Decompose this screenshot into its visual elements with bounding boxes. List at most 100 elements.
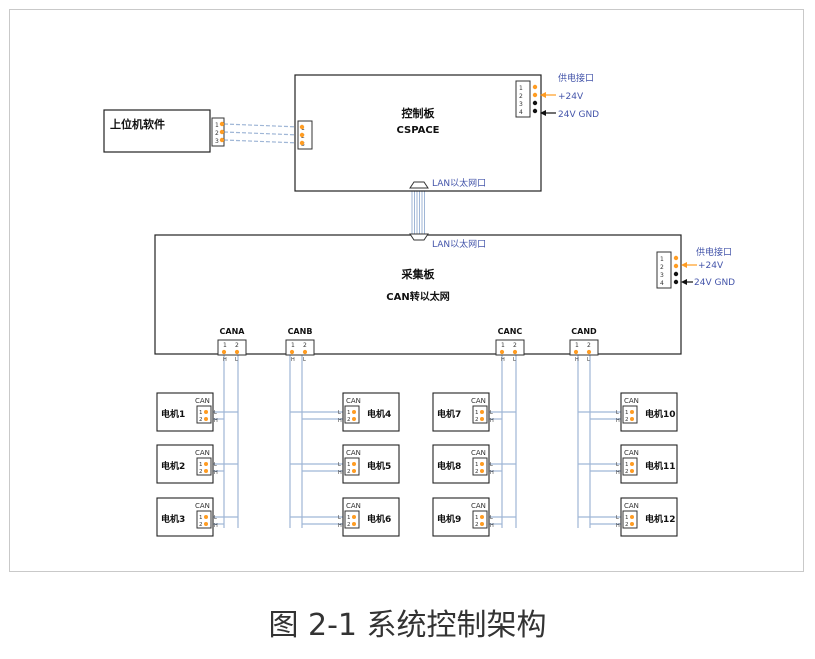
motor-can-label: CAN xyxy=(471,397,486,405)
control-board-node: 控制板 CSPACE LAN以太网口 供电接口 +24V 24V GND xyxy=(294,72,599,192)
motor-pin-1: 1 xyxy=(475,515,479,521)
collector-power-connector-body xyxy=(656,251,672,289)
host-serial-connector-pin-dot-2 xyxy=(219,129,225,135)
motor-pin-2: 2 xyxy=(347,469,351,475)
motor-pin-2: 2 xyxy=(475,522,479,528)
can-port-pin-2: 2 xyxy=(235,342,239,349)
motor-pin-label-l: L xyxy=(214,410,217,416)
motor-pin-1: 1 xyxy=(347,515,351,521)
can-port-pin-label-h: H xyxy=(501,357,505,363)
motor-pin-dot-1 xyxy=(204,462,208,466)
collector-board-node: 采集板 CAN转以太网 LAN以太网口 供电接口 +24V 24V GND xyxy=(154,234,735,355)
motor-pin-2: 2 xyxy=(625,469,629,475)
motor-pin-dot-2 xyxy=(480,417,484,421)
can-port-label-canb: CANB xyxy=(288,327,313,336)
motor-can-label: CAN xyxy=(346,449,361,457)
motor-pin-1: 1 xyxy=(347,410,351,416)
can-port-pin-dot-1 xyxy=(221,349,227,355)
motor-can-label: CAN xyxy=(471,449,486,457)
motor-pin-dot-1 xyxy=(352,410,356,414)
motor-name: 电机3 xyxy=(161,513,185,525)
can-port-label-cand: CAND xyxy=(571,327,597,336)
serial-wire-2 xyxy=(223,131,301,136)
motor-pin-1: 1 xyxy=(347,462,351,468)
figure-caption: 图 2-1 系统控制架构 xyxy=(268,608,547,643)
motor-pin-label-l: L xyxy=(490,410,493,416)
control-power-connector-pin-2: 2 xyxy=(519,93,523,100)
can-port-label-cana: CANA xyxy=(220,327,246,336)
motor-name: 电机5 xyxy=(367,460,391,472)
motor-pin-2: 2 xyxy=(199,469,203,475)
motor-pin-dot-2 xyxy=(630,522,634,526)
motor-pin-dot-1 xyxy=(204,515,208,519)
collector-power-connector-pin-4: 4 xyxy=(660,280,664,287)
control-board-title: 控制板 xyxy=(402,106,436,120)
host-serial-connector-pin-2: 2 xyxy=(215,130,219,137)
can-port-pin-1: 1 xyxy=(575,342,579,349)
motor-pin-dot-1 xyxy=(204,410,208,414)
motor-name: 电机8 xyxy=(437,460,461,472)
collector-lan-label: LAN以太网口 xyxy=(432,238,486,250)
motor-pin-2: 2 xyxy=(475,469,479,475)
motor-pin-2: 2 xyxy=(475,417,479,423)
motor-pin-dot-2 xyxy=(204,469,208,473)
motor-pin-1: 1 xyxy=(625,462,629,468)
can-port-pin-dot-2 xyxy=(302,349,308,355)
motor-pin-dot-2 xyxy=(352,417,356,421)
host-title: 上位机软件 xyxy=(110,117,165,131)
can-port-pin-dot-2 xyxy=(512,349,518,355)
control-power-title: 供电接口 xyxy=(558,72,594,84)
can-port-pin-1: 1 xyxy=(223,342,227,349)
motor-pin-label-h: H xyxy=(490,523,494,529)
can-port-pin-2: 2 xyxy=(587,342,591,349)
control-power-connector-pin-dot-2 xyxy=(532,92,538,98)
motor-pin-dot-1 xyxy=(480,515,484,519)
motor-pin-dot-2 xyxy=(352,522,356,526)
motor-name: 电机2 xyxy=(161,460,185,472)
collector-power-connector-pin-dot-1 xyxy=(673,255,679,261)
control-serial-connector-pin-dot-2 xyxy=(299,132,305,138)
collector-gnd-arrow xyxy=(681,279,687,285)
motor-name: 电机1 xyxy=(161,408,185,420)
host-serial-connector-pin-dot-1 xyxy=(219,121,225,127)
lan-port-bottom xyxy=(409,233,429,241)
motor-pin-1: 1 xyxy=(199,410,203,416)
control-power-connector-body xyxy=(515,80,531,118)
can-port-pin-1: 1 xyxy=(501,342,505,349)
motor-pin-label-h: H xyxy=(490,470,494,476)
motor-pin-label-h: H xyxy=(616,418,620,424)
control-power-connector-pin-dot-4 xyxy=(532,108,538,114)
motor-name: 电机12 xyxy=(645,513,676,525)
motor-pin-dot-2 xyxy=(630,469,634,473)
collector-power-pos: +24V xyxy=(698,261,724,271)
control-serial-connector-pin-dot-3 xyxy=(299,140,305,146)
motor-name: 电机11 xyxy=(645,460,676,472)
motor-pin-label-h: H xyxy=(490,418,494,424)
can-port-pin-dot-1 xyxy=(499,349,505,355)
motor-pin-label-h: H xyxy=(214,523,218,529)
lan-cable xyxy=(411,186,425,238)
motor-pin-dot-2 xyxy=(480,469,484,473)
lan-port-top xyxy=(409,181,429,189)
motor-pin-dot-1 xyxy=(480,410,484,414)
host-serial-connector-pin-3: 3 xyxy=(215,138,219,145)
can-port-pin-dot-2 xyxy=(234,349,240,355)
motor-pin-label-h: H xyxy=(616,470,620,476)
motor-pin-1: 1 xyxy=(625,410,629,416)
can-port-pin-label-l: L xyxy=(235,357,238,363)
motor-name: 电机6 xyxy=(367,513,391,525)
collector-board-title: 采集板 xyxy=(401,267,436,281)
can-port-pin-label-l: L xyxy=(513,357,516,363)
can-port-pin-label-h: H xyxy=(291,357,295,363)
host-serial-connector: 123 xyxy=(211,117,225,147)
control-power-connector-pin-dot-3 xyxy=(532,100,538,106)
motor-name: 电机4 xyxy=(367,408,391,420)
motor-pin-dot-2 xyxy=(480,522,484,526)
motor-pin-2: 2 xyxy=(199,522,203,528)
can-port-pin-2: 2 xyxy=(513,342,517,349)
